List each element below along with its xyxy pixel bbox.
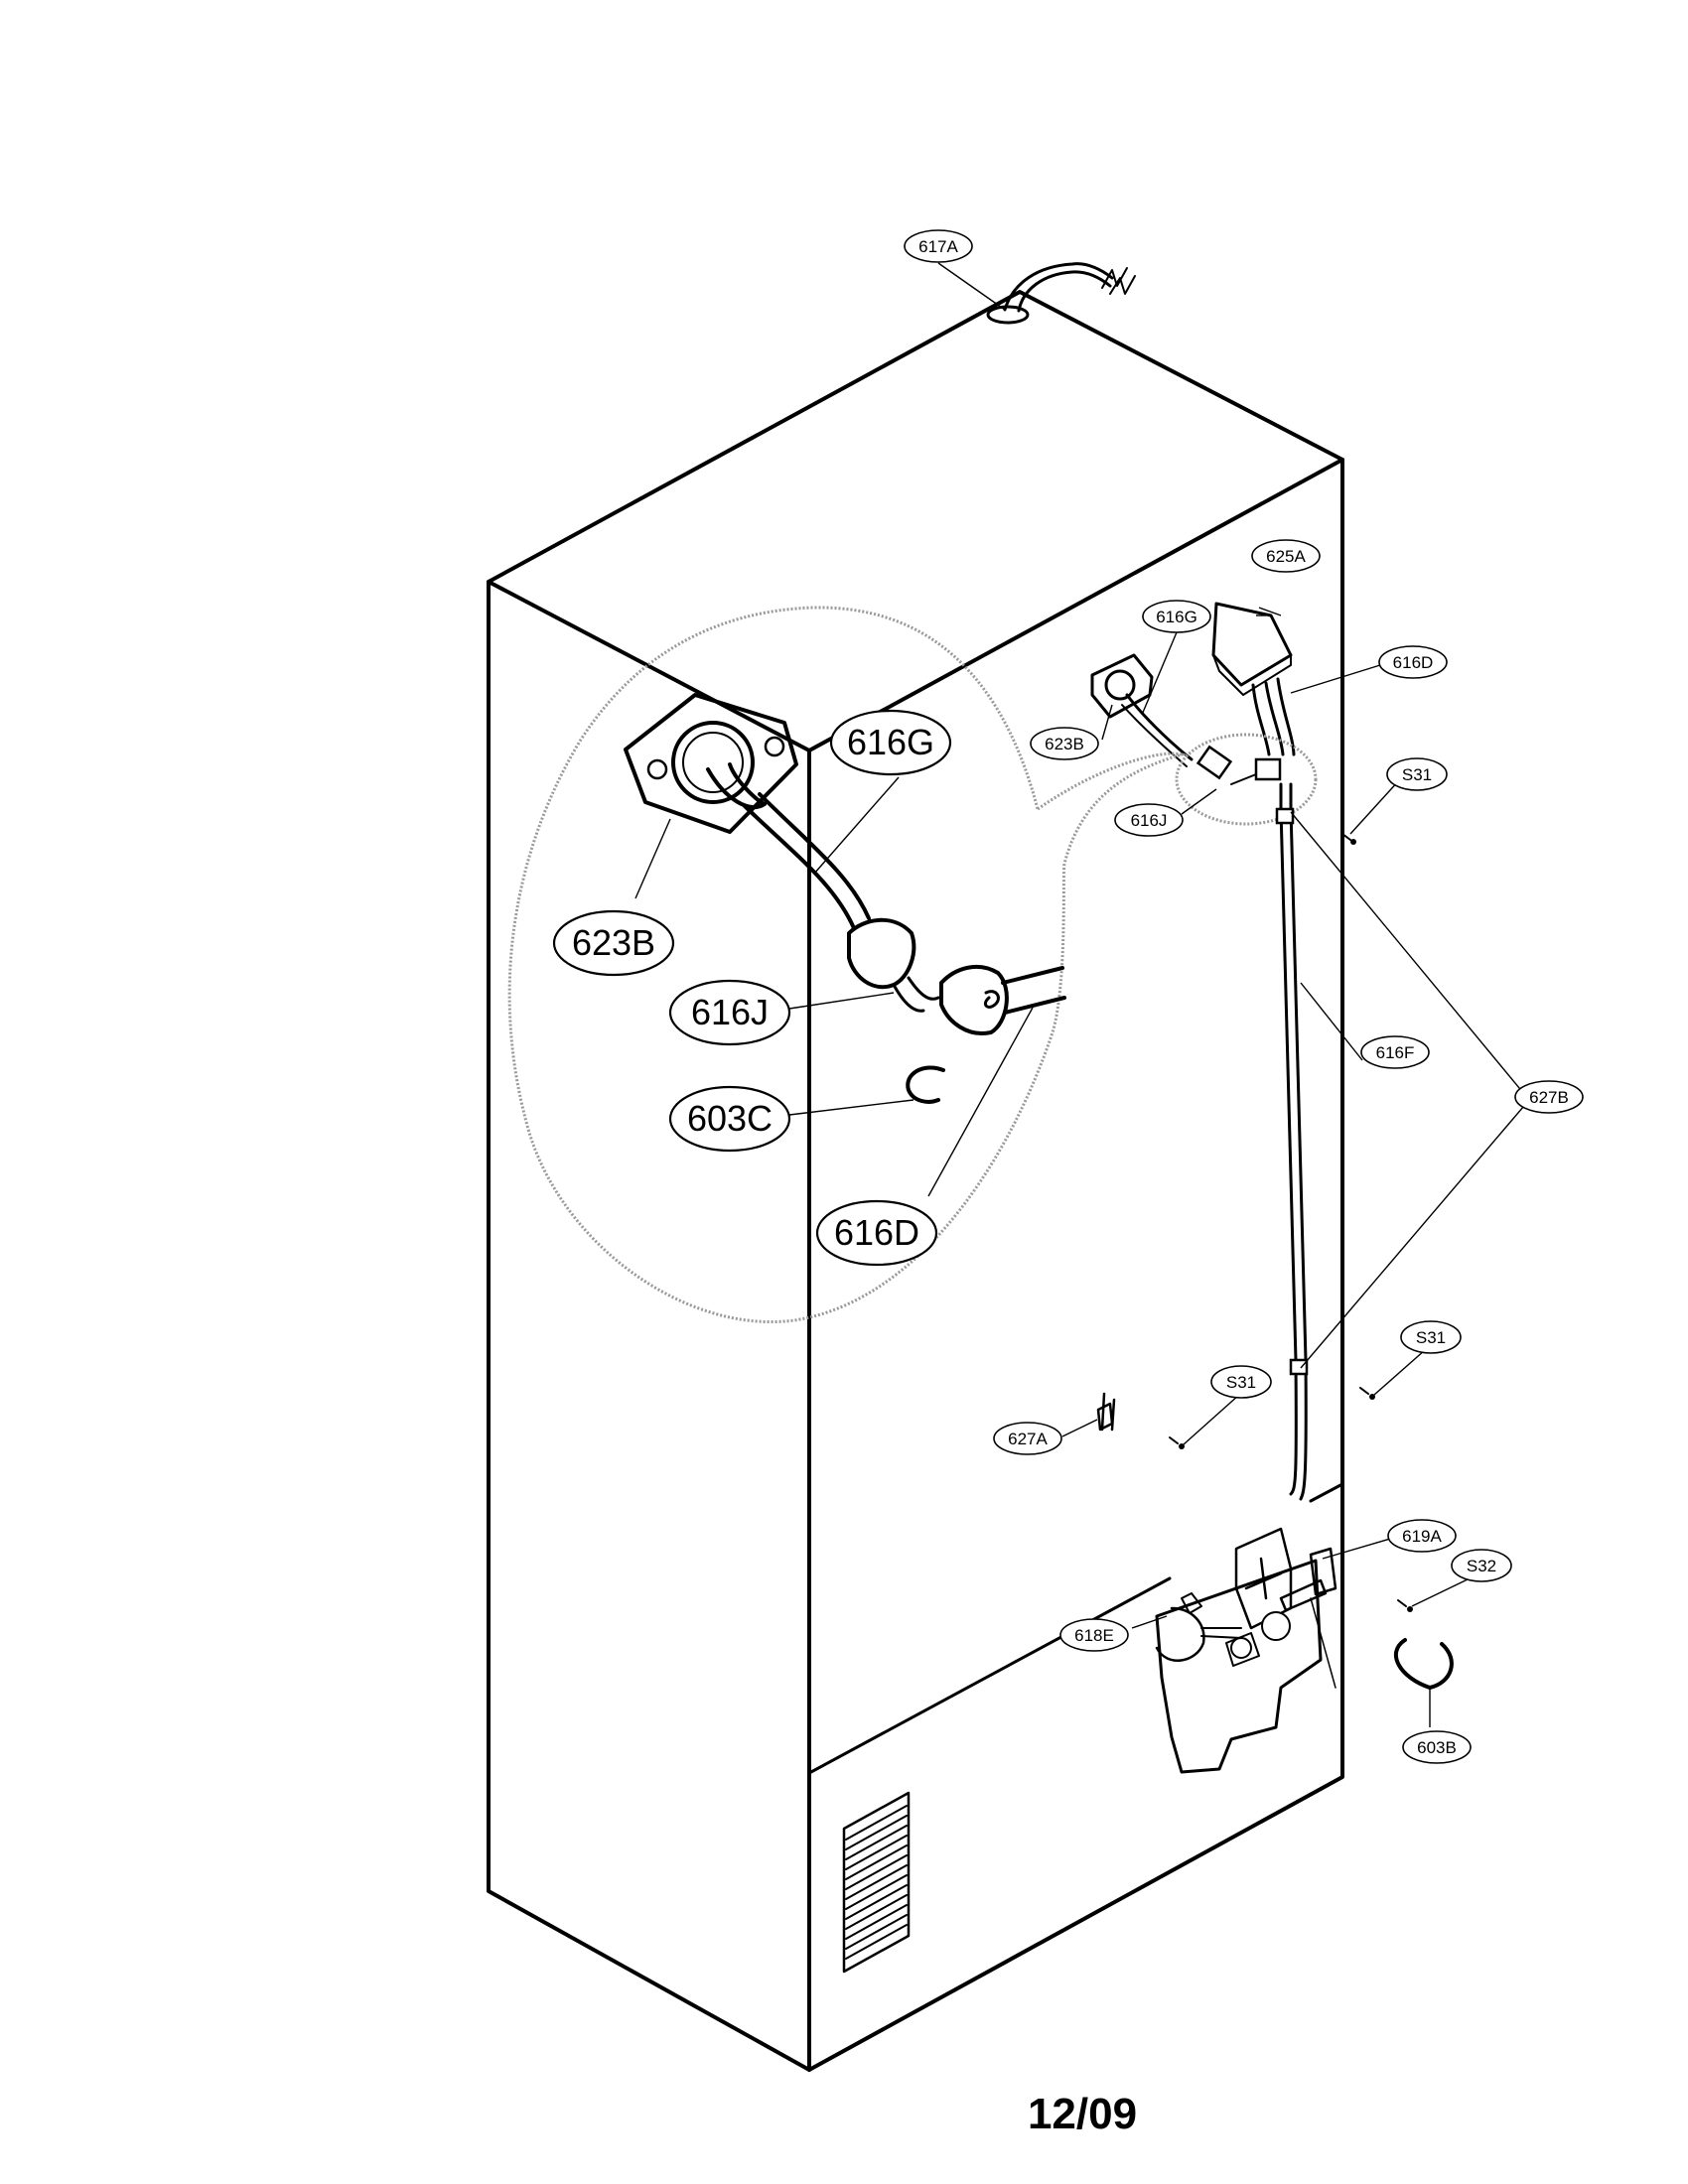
refrigerator-cabinet [487, 262, 1344, 2072]
callout-label: S31 [1226, 1373, 1256, 1392]
callout-label: S31 [1402, 765, 1432, 784]
callout-label: 627A [1008, 1430, 1048, 1448]
detail-label: 616D [834, 1212, 919, 1253]
detail-label: 603C [687, 1098, 773, 1139]
callout-label: 617A [918, 237, 958, 256]
detail-callout-616J: 616J [668, 979, 791, 1046]
callout-label: 625A [1266, 547, 1306, 566]
callout-label: 616J [1131, 811, 1168, 830]
callout-623B: 623B [1030, 727, 1099, 760]
callout-S31-right: S31 [1400, 1320, 1462, 1354]
callout-label: 603B [1417, 1738, 1457, 1757]
callout-616F: 616F [1360, 1035, 1430, 1069]
callout-S31-top: S31 [1386, 757, 1448, 791]
callout-616D: 616D [1378, 645, 1448, 679]
callout-label: 618E [1074, 1626, 1114, 1645]
callout-label: S32 [1467, 1557, 1496, 1575]
callout-label: 616G [1156, 608, 1197, 626]
callout-616G: 616G [1142, 600, 1211, 633]
page-date: 12/09 [1027, 2090, 1138, 2138]
callout-S31-center: S31 [1210, 1365, 1272, 1399]
callout-627B: 627B [1514, 1080, 1584, 1114]
callout-label: 616F [1376, 1043, 1415, 1062]
callout-616J: 616J [1114, 803, 1184, 837]
detail-callout-603C: 603C [668, 1085, 791, 1153]
callout-label: S31 [1416, 1328, 1446, 1347]
callout-label: 616D [1393, 653, 1434, 672]
callout-S32: S32 [1451, 1549, 1512, 1582]
detail-callout-623B: 623B [552, 909, 675, 977]
callout-617A: 617A [904, 229, 973, 263]
vent-grille [842, 1791, 911, 1974]
detail-label: 623B [572, 922, 655, 963]
detail-magnifier [507, 606, 1188, 1323]
detail-label: 616J [691, 992, 769, 1032]
detail-callout-616G: 616G [829, 709, 952, 776]
callout-625A: 625A [1251, 539, 1321, 573]
detail-label: 616G [847, 722, 934, 762]
callout-618E: 618E [1059, 1618, 1129, 1652]
callout-label: 623B [1045, 735, 1084, 753]
detail-parts [624, 693, 1066, 1104]
detail-callout-616D: 616D [815, 1199, 938, 1267]
callout-603B: 603B [1402, 1730, 1472, 1764]
cabinet-grommet [986, 262, 1136, 325]
leader-lines [634, 262, 1530, 1727]
callout-label: 627B [1529, 1088, 1569, 1107]
callout-619A: 619A [1387, 1519, 1457, 1553]
callout-label: 619A [1402, 1527, 1442, 1546]
callout-627A: 627A [993, 1422, 1062, 1455]
